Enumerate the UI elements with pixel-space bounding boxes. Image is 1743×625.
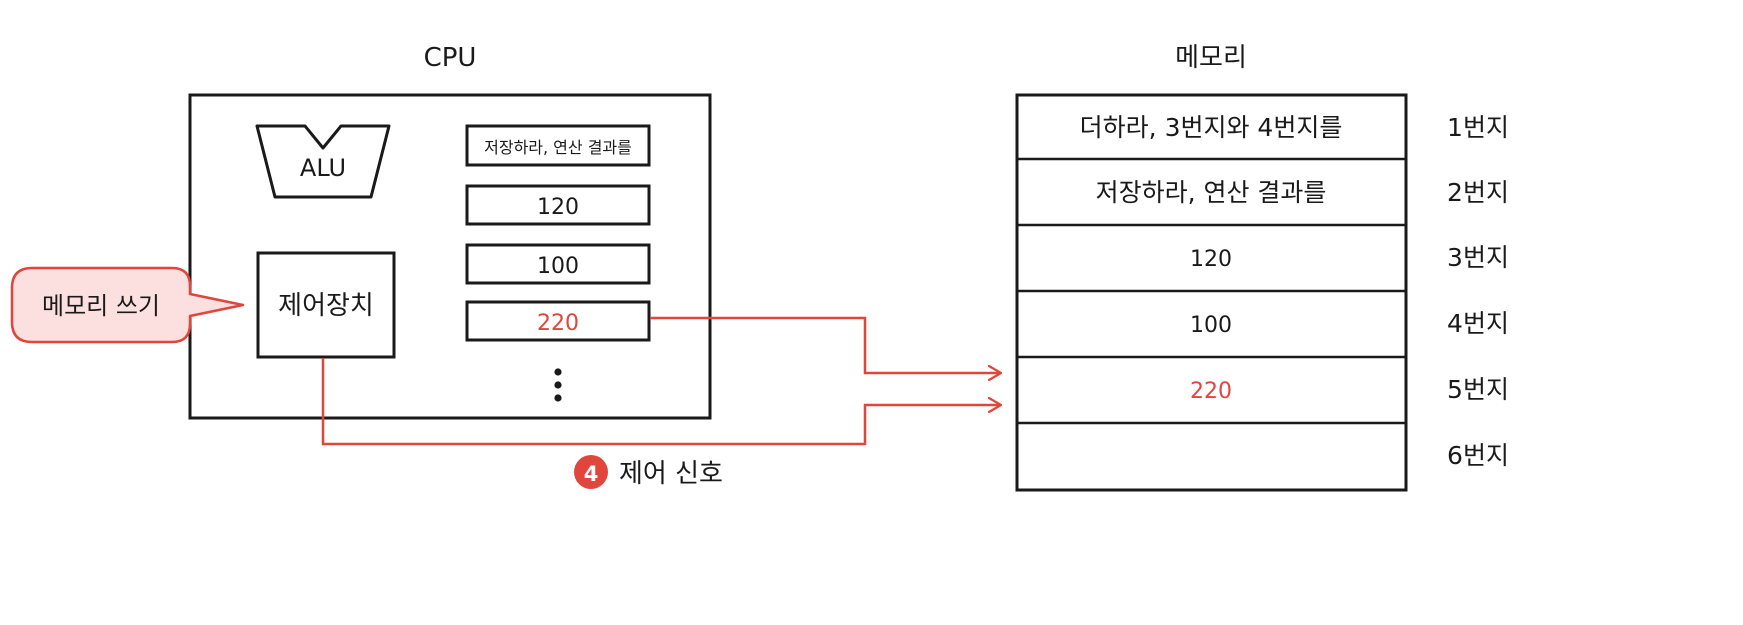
memory-cell-value-highlighted: 220 [1190, 379, 1232, 404]
memory-address: 2번지 [1447, 178, 1509, 207]
callout-text: 메모리 쓰기 [42, 292, 160, 320]
register-box [465, 124, 651, 167]
memory-dividers [1017, 157, 1406, 425]
step-badge [574, 455, 608, 489]
memory-address: 6번지 [1447, 441, 1509, 470]
register-value: 100 [537, 254, 579, 279]
callout-bubble [10, 266, 245, 344]
memory-address: 3번지 [1447, 243, 1509, 272]
alu-shape [255, 124, 391, 199]
memory-box [1015, 93, 1408, 492]
register-box [465, 243, 651, 285]
memory-address: 1번지 [1447, 113, 1509, 142]
control-unit-box [256, 251, 396, 359]
memory-cell-value: 100 [1190, 313, 1232, 338]
memory-address: 4번지 [1447, 309, 1509, 338]
control-unit-label: 제어장치 [278, 291, 374, 321]
memory-cell-value: 120 [1190, 247, 1232, 272]
register-value: 저장하라, 연산 결과를 [484, 138, 632, 157]
data-line [650, 316, 1001, 373]
register-value-highlighted: 220 [537, 311, 579, 336]
step-number: 4 [584, 462, 599, 486]
memory-cell-value: 더하라, 3번지와 4번지를 [1080, 113, 1343, 142]
alu-label: ALU [300, 154, 346, 182]
cpu-box [188, 93, 712, 420]
cpu-title: CPU [424, 43, 477, 73]
memory-cell-value: 저장하라, 연산 결과를 [1096, 178, 1327, 207]
register-value: 120 [537, 195, 579, 220]
memory-title: 메모리 [1175, 43, 1247, 73]
register-box-highlighted [465, 300, 651, 342]
cpu-registers: 저장하라, 연산 결과를 120 100 220 [465, 124, 651, 342]
register-box [465, 184, 651, 226]
control-signal-line [321, 358, 1001, 446]
memory-address: 5번지 [1447, 375, 1509, 404]
control-signal-label: 제어 신호 [619, 459, 723, 489]
more-registers-icon [554, 368, 562, 402]
